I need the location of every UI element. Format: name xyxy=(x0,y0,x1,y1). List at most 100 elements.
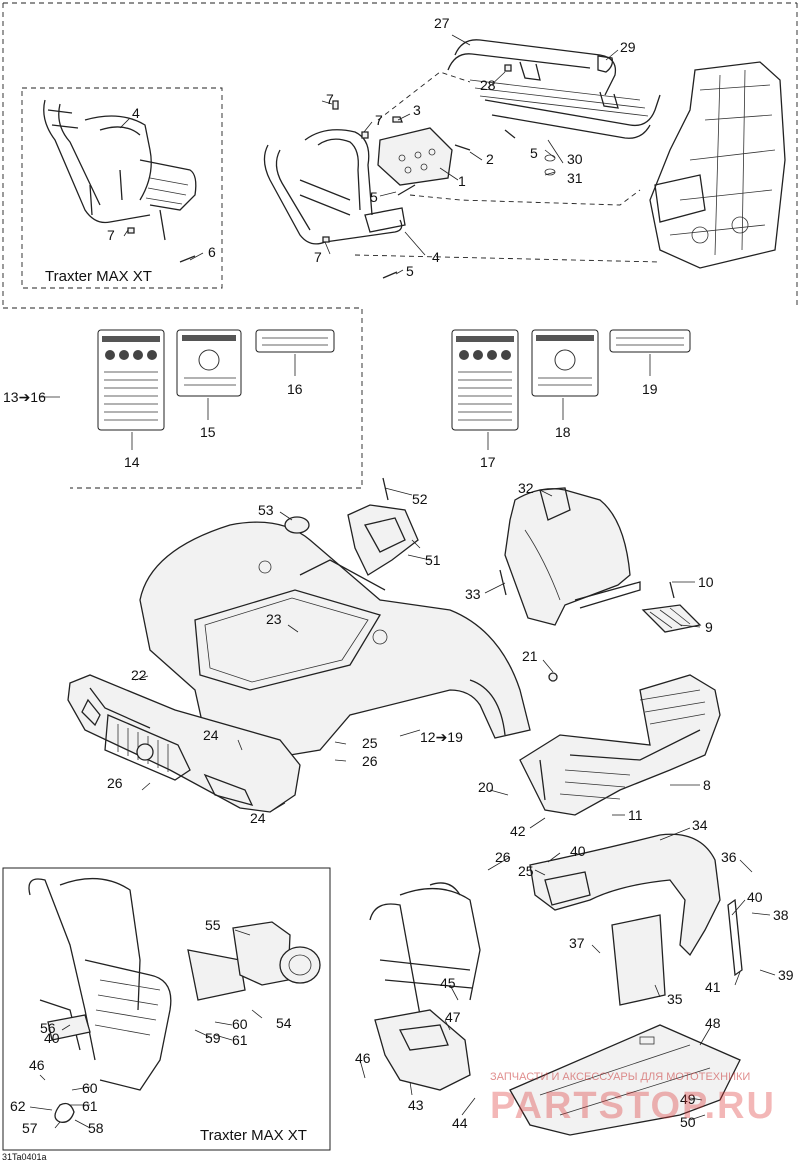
frame-drawing xyxy=(649,61,786,269)
callout-40-right: 40 xyxy=(747,889,763,905)
inset-bumper-drawing xyxy=(43,99,197,241)
front-bumper-drawing xyxy=(263,127,453,245)
inset-title-bottom: Traxter MAX XT xyxy=(200,1127,307,1144)
rear-bumper-drawing xyxy=(369,882,481,1016)
callout-numbers: 1 2 3 4 4 5 5 5 6 7 7 7 7 8 9 10 11 12➔1… xyxy=(3,15,794,1136)
callout-55: 55 xyxy=(205,917,221,933)
inset-winch-drawing xyxy=(28,877,321,1123)
side-panel-drawing xyxy=(499,487,641,626)
callout-58: 58 xyxy=(88,1120,104,1136)
callout-5-top: 5 xyxy=(370,189,378,205)
callout-42: 42 xyxy=(510,823,526,839)
callout-50: 50 xyxy=(680,1114,696,1130)
callout-49: 49 xyxy=(680,1091,696,1107)
callout-4-inset: 4 xyxy=(132,105,140,121)
callout-61-inset-right: 61 xyxy=(232,1032,248,1048)
front-fender-drawing xyxy=(139,521,531,761)
callout-9: 9 xyxy=(705,619,713,635)
callout-27: 27 xyxy=(434,15,450,31)
callout-53: 53 xyxy=(258,502,274,518)
callout-5-rack: 5 xyxy=(530,145,538,161)
callout-52: 52 xyxy=(412,491,428,507)
callout-3: 3 xyxy=(413,102,421,118)
callout-38: 38 xyxy=(773,907,789,923)
callout-45: 45 xyxy=(440,975,456,991)
footwell-drawing xyxy=(519,672,721,816)
callout-26-low: 26 xyxy=(495,849,511,865)
range-12-19: 12➔19 xyxy=(420,729,463,745)
callout-28: 28 xyxy=(480,77,496,93)
callout-21: 21 xyxy=(522,648,538,664)
diagram-code: 31Ta0401a xyxy=(2,1152,47,1162)
callout-19: 19 xyxy=(642,381,658,397)
callout-34: 34 xyxy=(692,817,708,833)
hardware-top xyxy=(127,64,556,279)
watermark-tagline: ЗАПЧАСТИ И АКСЕССУАРЫ ДЛЯ МОТОТЕХНИКИ xyxy=(490,1071,750,1083)
skid-plate-48-drawing xyxy=(509,1024,741,1136)
inset-title-top: Traxter MAX XT xyxy=(45,268,152,285)
callout-7-inset: 7 xyxy=(107,227,115,243)
callout-24-top: 24 xyxy=(203,727,219,743)
decal-labels-right xyxy=(451,329,691,431)
watermark-brand: PARTSTOP.RU xyxy=(490,1085,776,1127)
callout-7-mid: 7 xyxy=(375,112,383,128)
callout-6: 6 xyxy=(208,244,216,260)
callout-1: 1 xyxy=(458,173,466,189)
callout-40-inset: 40 xyxy=(44,1030,60,1046)
range-13-16: 13➔16 xyxy=(3,389,46,405)
bracket-51-drawing xyxy=(284,477,419,576)
inset-box-top-left xyxy=(21,87,223,289)
callout-4: 4 xyxy=(432,249,440,265)
callout-11: 11 xyxy=(628,807,643,823)
callout-2: 2 xyxy=(486,151,494,167)
callout-41: 41 xyxy=(705,979,721,995)
bracket-9-drawing xyxy=(641,581,702,633)
inset-box-bottom-left xyxy=(2,867,331,1151)
callout-22: 22 xyxy=(131,667,147,683)
callout-47: 47 xyxy=(445,1009,461,1025)
callout-51: 51 xyxy=(425,552,441,568)
rear-fender-drawing xyxy=(529,833,743,1006)
connector-line-2 xyxy=(409,189,641,206)
leader-lines xyxy=(29,34,776,1129)
callout-54: 54 xyxy=(276,1015,292,1031)
callout-14: 14 xyxy=(124,454,140,470)
callout-46-main: 46 xyxy=(355,1050,371,1066)
section-border-top xyxy=(2,2,798,489)
decal-labels-left xyxy=(97,329,335,431)
callout-60-inset-right: 60 xyxy=(232,1016,248,1032)
callout-30: 30 xyxy=(567,151,583,167)
callout-23: 23 xyxy=(266,611,282,627)
callout-8: 8 xyxy=(703,777,711,793)
callout-46-inset: 46 xyxy=(29,1057,45,1073)
callout-36: 36 xyxy=(721,849,737,865)
callout-48: 48 xyxy=(705,1015,721,1031)
callout-31: 31 xyxy=(567,170,583,186)
callout-39: 39 xyxy=(778,967,794,983)
callout-62: 62 xyxy=(10,1098,26,1114)
callout-56: 56 xyxy=(40,1020,56,1036)
callout-35: 35 xyxy=(667,991,683,1007)
callout-37: 37 xyxy=(569,935,585,951)
callout-44: 44 xyxy=(452,1115,468,1131)
callout-25-mid: 25 xyxy=(362,735,378,751)
callout-60-inset-left: 60 xyxy=(82,1080,98,1096)
callout-59: 59 xyxy=(205,1030,221,1046)
callout-26-mid: 26 xyxy=(362,753,378,769)
callout-32: 32 xyxy=(518,480,534,496)
callout-10: 10 xyxy=(698,574,714,590)
callout-7-top: 7 xyxy=(326,91,334,107)
callout-40-mid: 40 xyxy=(570,843,586,859)
callout-20: 20 xyxy=(478,779,494,795)
callout-15: 15 xyxy=(200,424,216,440)
callout-24-low: 24 xyxy=(250,810,266,826)
callout-61-inset-left: 61 xyxy=(82,1098,98,1114)
front-grille-drawing xyxy=(67,674,301,813)
callout-26-left: 26 xyxy=(107,775,123,791)
skid-plate-43-drawing xyxy=(374,1009,471,1091)
callout-18: 18 xyxy=(555,424,571,440)
callout-7-low: 7 xyxy=(314,249,322,265)
connector-line-1 xyxy=(377,71,471,121)
callout-33: 33 xyxy=(465,586,481,602)
